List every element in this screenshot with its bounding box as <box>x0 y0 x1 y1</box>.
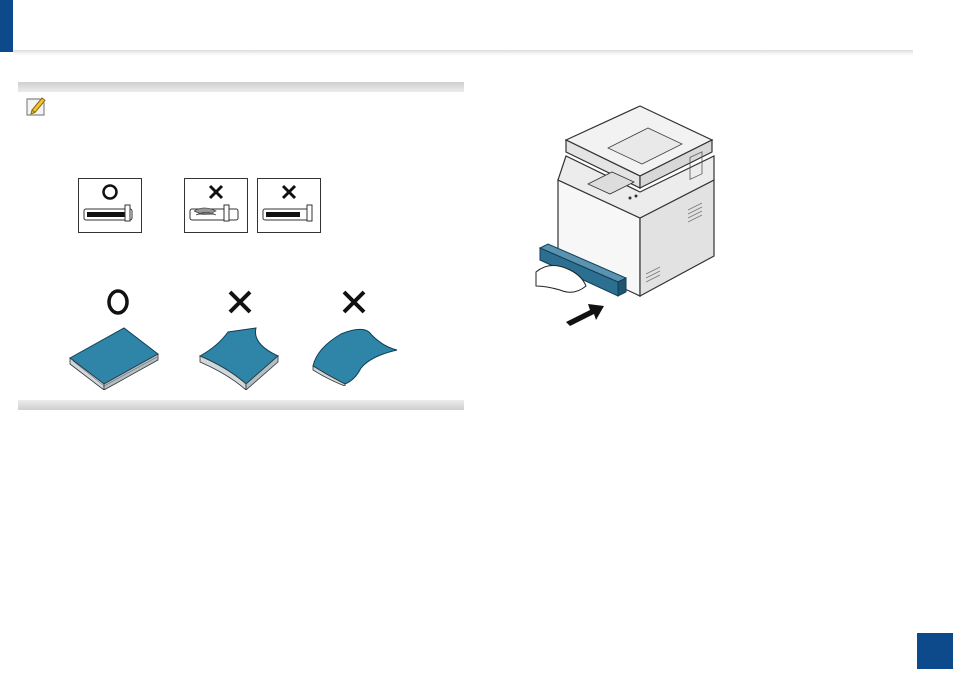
guide-incorrect-image-2 <box>257 178 321 233</box>
paper-incorrect-mark-icon-1 <box>225 287 255 317</box>
note-pencil-icon <box>24 94 48 118</box>
note-bottom-bar <box>18 400 464 410</box>
header-accent-bar <box>0 0 13 52</box>
paper-stack-curled-image <box>198 326 280 390</box>
printer-tray-illustration <box>530 100 730 330</box>
guide-correct-image <box>78 178 142 233</box>
note-box <box>18 82 464 410</box>
guide-incorrect-image-1 <box>184 178 248 233</box>
page-number-badge <box>917 633 953 669</box>
paper-incorrect-mark-icon-2 <box>339 287 369 317</box>
note-top-bar <box>18 82 464 92</box>
header-divider <box>13 50 913 56</box>
paper-stack-wavy-image <box>311 326 399 386</box>
paper-correct-mark-icon <box>103 287 133 317</box>
paper-stack-flat-image <box>68 326 160 390</box>
